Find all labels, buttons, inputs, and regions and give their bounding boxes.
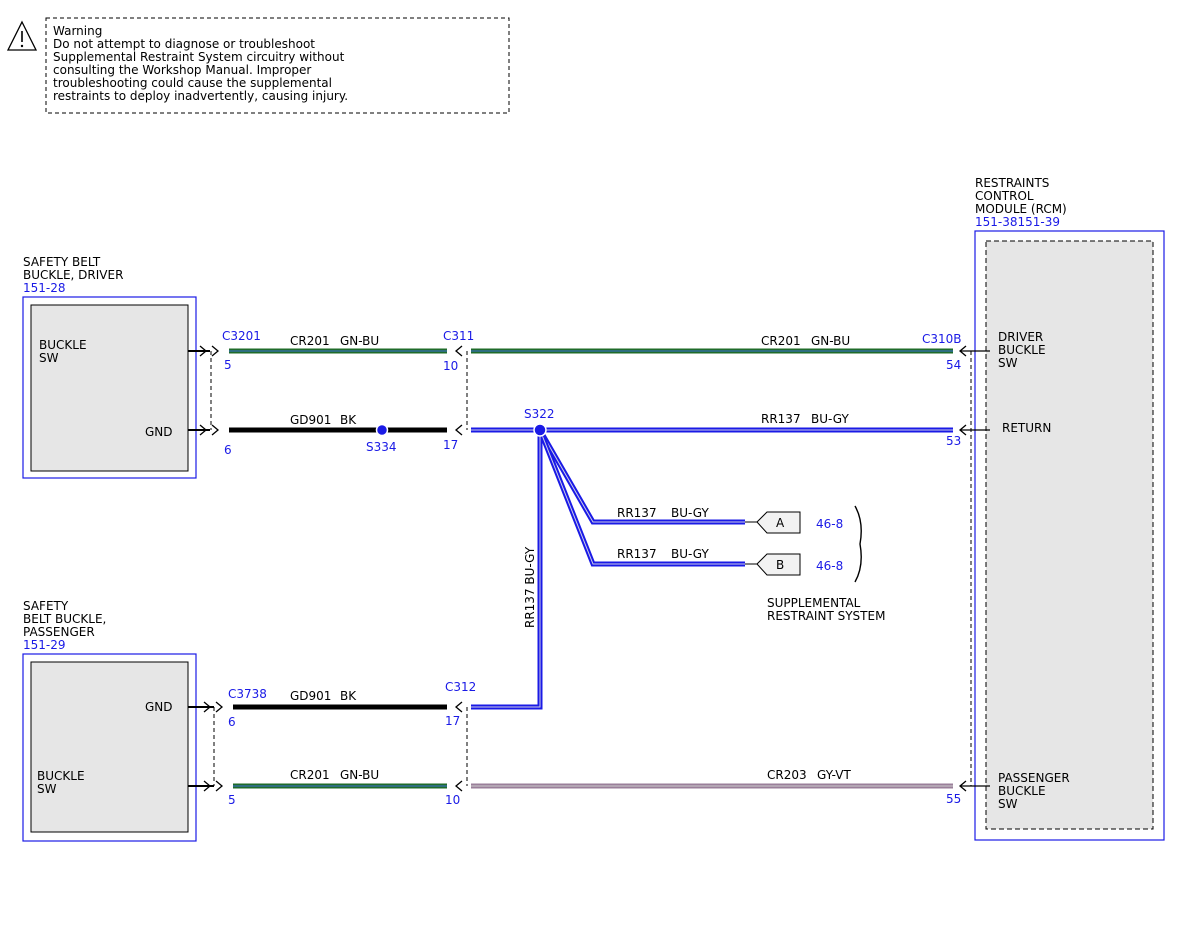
connector-labels: C3201 C311 C310B C3738 C312 5 6 10 17 54… <box>222 329 962 807</box>
module-name: SAFETY <box>23 599 69 613</box>
srs-connector-b[interactable]: B 46-8 <box>745 553 843 576</box>
warning-line: restraints to deploy inadvertently, caus… <box>53 89 348 103</box>
pin-number: 6 <box>224 443 232 457</box>
wire-color: GN-BU <box>340 334 379 348</box>
warning-triangle-icon <box>6 20 38 51</box>
wire-labels: CR201 GN-BU CR201 GN-BU GD901 BK RR137 B… <box>290 334 851 782</box>
connector-label[interactable]: C312 <box>445 680 476 694</box>
module-component <box>30 661 189 833</box>
wire-color: BK <box>340 689 357 703</box>
module-border <box>22 296 197 479</box>
splice-label: S322 <box>524 407 555 421</box>
wire-color: GN-BU <box>340 768 379 782</box>
wire-color: BU-GY <box>811 412 849 426</box>
buckle-sw-label: SW <box>37 782 57 796</box>
srs-connector-a[interactable]: A 46-8 <box>745 511 843 534</box>
srs-label: SUPPLEMENTAL <box>767 596 861 610</box>
pin-label: BUCKLE <box>998 784 1046 798</box>
module-name: CONTROL <box>975 189 1034 203</box>
ref-link[interactable]: 46-8 <box>816 517 843 531</box>
warning-line: consulting the Workshop Manual. Improper <box>53 63 311 77</box>
splice-label: S334 <box>366 440 397 454</box>
splice-s334[interactable]: S334 <box>366 423 397 455</box>
pin-number: 10 <box>443 359 458 373</box>
wire-color: BU-GY <box>671 547 709 561</box>
warning-title: Warning <box>53 24 102 38</box>
wire-circuit: CR203 <box>767 768 807 782</box>
module-ref-link[interactable]: 151-28 <box>23 281 66 295</box>
warning-block: Warning Do not attempt to diagnose or tr… <box>6 17 510 114</box>
passenger-buckle-module: SAFETY BELT BUCKLE, PASSENGER 151-29 GND… <box>22 599 197 842</box>
wire-rr137-bu-gy <box>537 429 745 567</box>
wire-circuit: RR137 <box>617 547 657 561</box>
pin-label: RETURN <box>1002 421 1051 435</box>
pin-label: BUCKLE <box>998 343 1046 357</box>
wire-color: BU-GY <box>671 506 709 520</box>
warning-line: Supplemental Restraint System circuitry … <box>53 50 345 64</box>
module-border <box>974 230 1165 841</box>
pin-number: 5 <box>228 793 236 807</box>
wire-color: BK <box>340 413 357 427</box>
pin-label: DRIVER <box>998 330 1043 344</box>
module-name: PASSENGER <box>23 625 95 639</box>
connector-label[interactable]: C3201 <box>222 329 261 343</box>
module-component <box>985 240 1154 830</box>
wire-rr137-bu-gy <box>471 430 543 710</box>
pin-label: SW <box>998 356 1018 370</box>
pin-number: 53 <box>946 434 961 448</box>
wire-circuit: RR137 <box>761 412 801 426</box>
pin-label: SW <box>998 797 1018 811</box>
gnd-label: GND <box>145 700 173 714</box>
connector-label[interactable]: C310B <box>922 332 962 346</box>
flag-label: B <box>776 558 784 572</box>
pin-number: 10 <box>445 793 460 807</box>
module-name: BUCKLE, DRIVER <box>23 268 123 282</box>
wire-circuit: CR201 <box>761 334 801 348</box>
wire-color: GY-VT <box>817 768 851 782</box>
pin-number: 17 <box>445 714 460 728</box>
wire-circuit: CR201 <box>290 334 330 348</box>
module-name: MODULE (RCM) <box>975 202 1067 216</box>
flag-label: A <box>776 516 785 530</box>
wire-circuit: GD901 <box>290 689 331 703</box>
module-name: SAFETY BELT <box>23 255 101 269</box>
wire-label-vertical: RR137 BU-GY <box>523 546 537 628</box>
module-name: BELT BUCKLE, <box>23 612 106 626</box>
gnd-label: GND <box>145 425 173 439</box>
driver-buckle-module: SAFETY BELT BUCKLE, DRIVER 151-28 BUCKLE… <box>22 255 197 479</box>
ref-link[interactable]: 46-8 <box>816 559 843 573</box>
connector-label[interactable]: C311 <box>443 329 474 343</box>
pin-number: 17 <box>443 438 458 452</box>
module-name: RESTRAINTS <box>975 176 1049 190</box>
srs-label: RESTRAINT SYSTEM <box>767 609 885 623</box>
module-ref-link[interactable]: 151-29 <box>23 638 66 652</box>
warning-line: troubleshooting could cause the suppleme… <box>53 76 332 90</box>
rcm-module: RESTRAINTS CONTROL MODULE (RCM) 151-3815… <box>970 176 1165 841</box>
wire-circuit: RR137 <box>617 506 657 520</box>
buckle-sw-label: BUCKLE <box>39 338 87 352</box>
splice-s322[interactable]: S322 <box>524 407 555 437</box>
connector-label[interactable]: C3738 <box>228 687 267 701</box>
buckle-sw-label: BUCKLE <box>37 769 85 783</box>
module-component <box>30 304 189 472</box>
connector-boundaries <box>210 351 468 786</box>
warning-box <box>45 17 510 114</box>
connector-terminals <box>188 345 990 792</box>
wire-circuit: CR201 <box>290 768 330 782</box>
wires <box>229 348 953 789</box>
wire-rr137-bu-gy <box>537 428 745 525</box>
pin-number: 5 <box>224 358 232 372</box>
pin-number: 55 <box>946 792 961 806</box>
pin-number: 6 <box>228 715 236 729</box>
module-ref-link[interactable]: 151-38151-39 <box>975 215 1060 229</box>
wire-circuit: GD901 <box>290 413 331 427</box>
wire-color: GN-BU <box>811 334 850 348</box>
pin-label: PASSENGER <box>998 771 1070 785</box>
module-border <box>22 653 197 842</box>
pin-number: 54 <box>946 358 961 372</box>
warning-line: Do not attempt to diagnose or troublesho… <box>53 37 315 51</box>
srs-brace <box>854 505 862 583</box>
buckle-sw-label: SW <box>39 351 59 365</box>
